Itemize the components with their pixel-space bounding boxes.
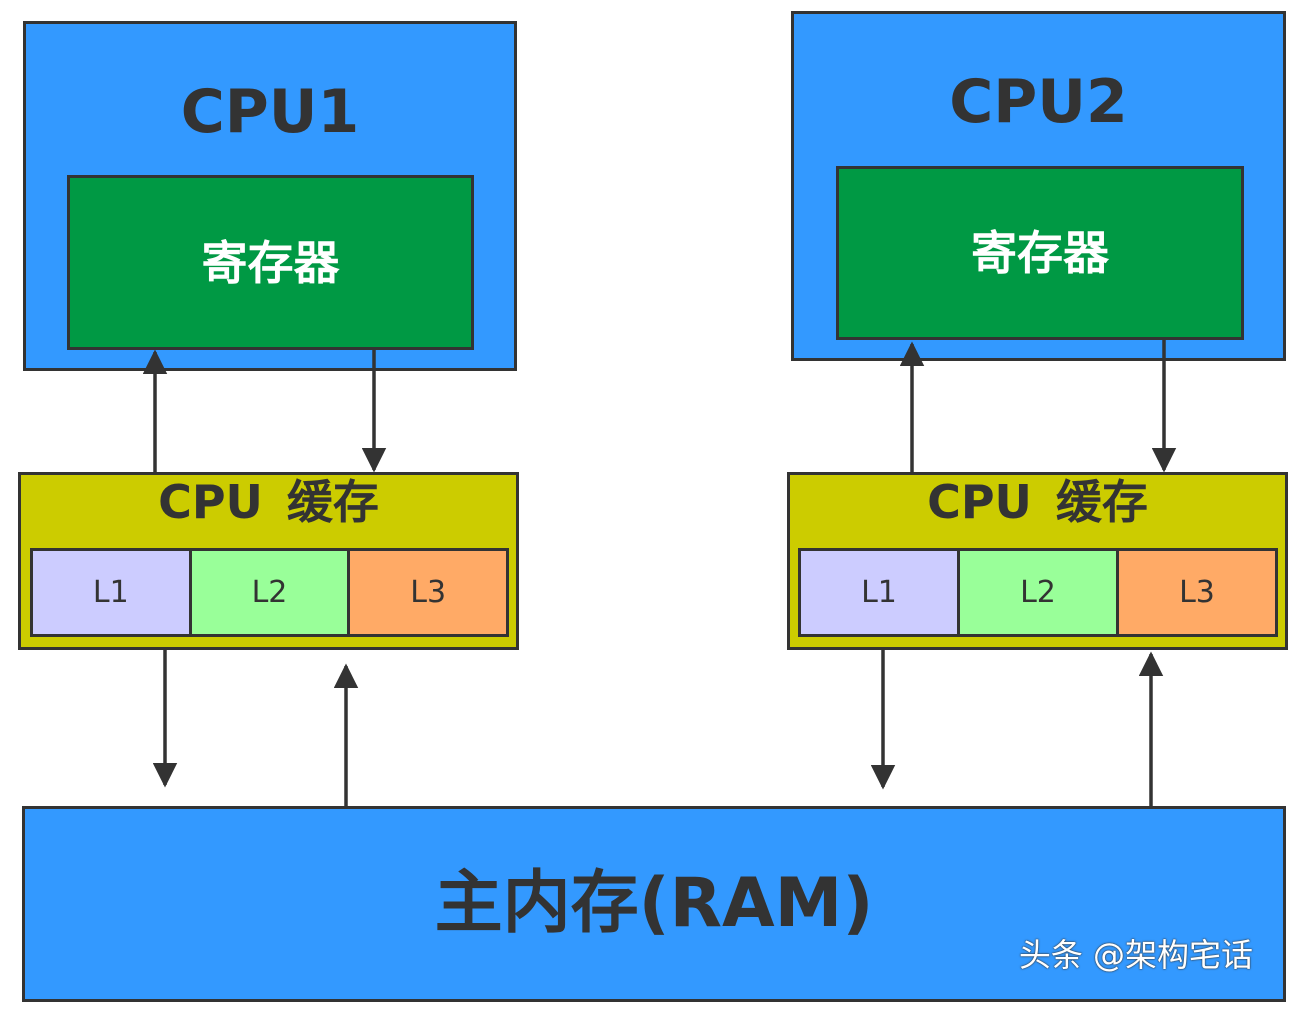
cpu2-cache-l1: L1 <box>801 551 960 634</box>
cpu1-cache-box: CPU 缓存 L1 L2 L3 <box>18 472 519 650</box>
cpu1-cache-l2: L2 <box>191 551 351 634</box>
cpu2-cache-l3: L3 <box>1119 551 1275 634</box>
cpu1-cache-levels: L1 L2 L3 <box>30 548 509 637</box>
cpu2-register-box: 寄存器 <box>836 166 1244 340</box>
cpu1-cache-l1: L1 <box>33 551 192 634</box>
cpu2-register-label: 寄存器 <box>971 226 1109 280</box>
cpu2-cache-levels: L1 L2 L3 <box>798 548 1278 637</box>
watermark: 头条 @架构宅话 <box>1018 936 1253 974</box>
cpu1-cache-title: CPU 缓存 <box>158 475 379 529</box>
cpu1-title: CPU1 <box>180 77 360 147</box>
cpu1-register-box: 寄存器 <box>67 175 474 350</box>
cpu2-cache-title: CPU 缓存 <box>927 475 1148 529</box>
cpu1-cache-l3: L3 <box>350 551 507 634</box>
ram-box: 主内存(RAM) 头条 @架构宅话 <box>22 806 1286 1002</box>
cpu1-register-label: 寄存器 <box>201 235 340 290</box>
cpu2-cache-l2: L2 <box>960 551 1119 634</box>
cpu2-title: CPU2 <box>949 67 1128 137</box>
cpu2-cache-box: CPU 缓存 L1 L2 L3 <box>787 472 1288 650</box>
ram-label: 主内存(RAM) <box>434 864 874 943</box>
